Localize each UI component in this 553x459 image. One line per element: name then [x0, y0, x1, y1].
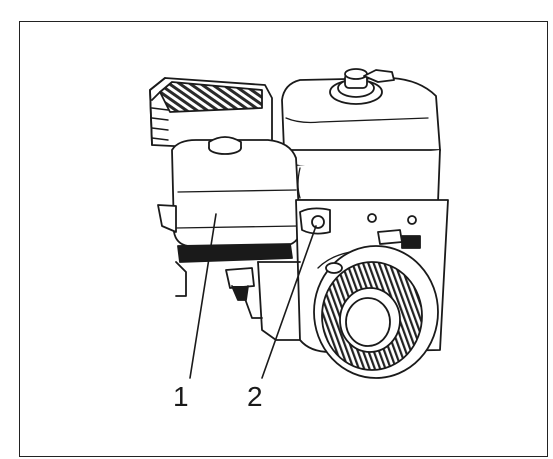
blower-grill — [159, 81, 263, 113]
figure-border — [19, 21, 548, 457]
recoil-starter — [313, 245, 439, 379]
callout-label-1: 1 — [173, 381, 189, 412]
air-cleaner — [157, 136, 301, 297]
callout-label-2: 2 — [247, 381, 263, 412]
leader-line-1 — [189, 213, 217, 379]
leader-line-2 — [261, 225, 317, 379]
fuel-tank — [281, 68, 441, 203]
blower-housing — [149, 77, 273, 151]
